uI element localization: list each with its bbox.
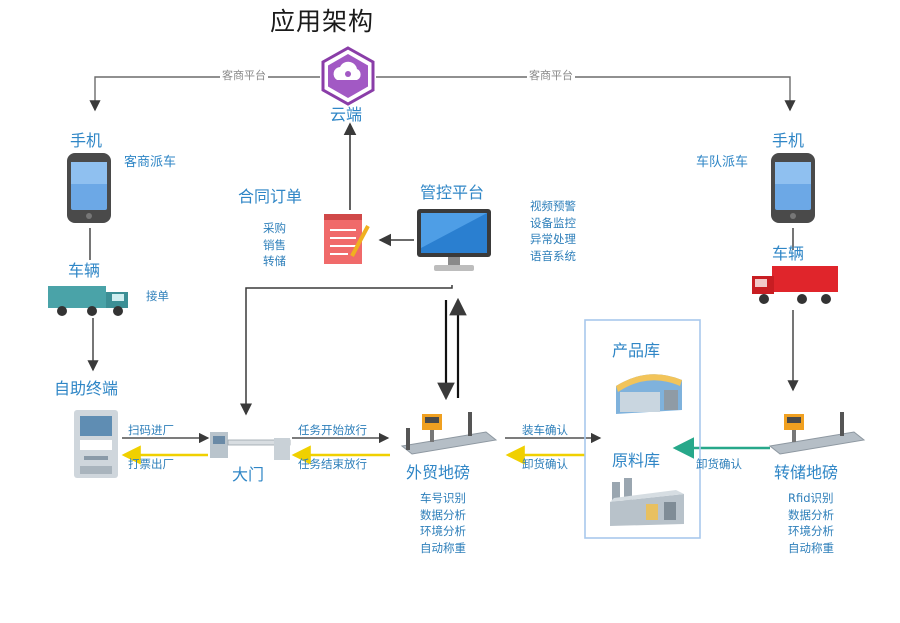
transfer-scale-item: 数据分析 (788, 507, 834, 522)
gate-icon (210, 432, 291, 460)
right-phone-caption: 车队派车 (696, 155, 749, 170)
kiosk-out-label: 打票出厂 (128, 457, 174, 471)
contract-notepad-icon (324, 214, 370, 264)
contract-item: 采购 (263, 221, 286, 235)
control-to-gate-arrow (240, 285, 453, 416)
transfer-unload-confirm-label: 卸货确认 (696, 457, 742, 471)
control-item: 设备监控 (530, 215, 576, 230)
cloud-to-left-phone-link (89, 76, 320, 112)
trade-scale-items: 车号识别 数据分析 环境分析 自动称重 (420, 492, 466, 555)
trade-scale-item: 数据分析 (420, 507, 466, 522)
contract-items: 采购 销售 转储 (263, 222, 286, 268)
transfer-scale-label: 转储地磅 (774, 463, 839, 482)
cloud-link-right-label: 客商平台 (527, 69, 575, 83)
product-warehouse-label: 产品库 (612, 341, 661, 360)
page-title: 应用架构 (270, 7, 375, 36)
kiosk-in-label: 扫码进厂 (128, 423, 174, 437)
control-item: 视频预警 (530, 199, 576, 213)
transfer-scale-item: Rfid识别 (788, 491, 834, 505)
right-phone-icon (771, 153, 815, 223)
trade-scale-item: 环境分析 (420, 524, 466, 539)
left-phone-caption: 客商派车 (124, 155, 177, 170)
right-phone-label: 手机 (772, 131, 805, 150)
right-truck-icon (752, 266, 838, 304)
transfer-scale-icon (768, 412, 866, 455)
control-item: 异常处理 (530, 232, 576, 247)
gate-to-scale-label: 任务开始放行 (298, 423, 367, 437)
kiosk-label: 自助终端 (54, 379, 119, 398)
contract-label: 合同订单 (238, 187, 303, 206)
control-item: 语音系统 (530, 248, 576, 263)
left-phone-icon (67, 153, 111, 223)
right-vehicle-label: 车辆 (772, 244, 805, 263)
scale-to-gate-label: 任务结束放行 (298, 457, 367, 471)
contract-item: 转储 (263, 254, 286, 269)
warehouse-frame (584, 319, 701, 539)
load-confirm-label: 装车确认 (522, 423, 568, 437)
left-vehicle-label: 车辆 (68, 261, 101, 280)
kiosk-icon (74, 410, 118, 478)
left-truck-icon (48, 286, 128, 316)
raw-warehouse-label: 原料库 (612, 451, 661, 470)
left-vehicle-caption: 接单 (146, 289, 169, 303)
cloud-to-right-phone-link (376, 76, 796, 112)
transfer-scale-item: 环境分析 (788, 524, 834, 539)
left-phone-label: 手机 (70, 131, 103, 150)
trade-scale-label: 外贸地磅 (406, 463, 471, 482)
control-label: 管控平台 (420, 183, 485, 202)
contract-item: 销售 (263, 237, 286, 252)
cloud-link-left-label: 客商平台 (220, 69, 268, 83)
transfer-scale-items: Rfid识别 数据分析 环境分析 自动称重 (788, 492, 834, 555)
gate-label: 大门 (232, 465, 265, 484)
transfer-scale-item: 自动称重 (788, 540, 834, 555)
trade-scale-item: 车号识别 (420, 491, 466, 505)
raw-warehouse-icon (610, 478, 684, 526)
trade-scale-icon (400, 412, 498, 455)
cloud-icon (321, 46, 375, 106)
monitor-icon (417, 209, 491, 271)
cloud-label: 云端 (330, 105, 363, 124)
product-warehouse-icon (616, 374, 682, 414)
trade-scale-item: 自动称重 (420, 540, 466, 555)
unload-confirm-label: 卸货确认 (522, 457, 568, 471)
control-items: 视频预警 设备监控 异常处理 语音系统 (530, 200, 576, 263)
